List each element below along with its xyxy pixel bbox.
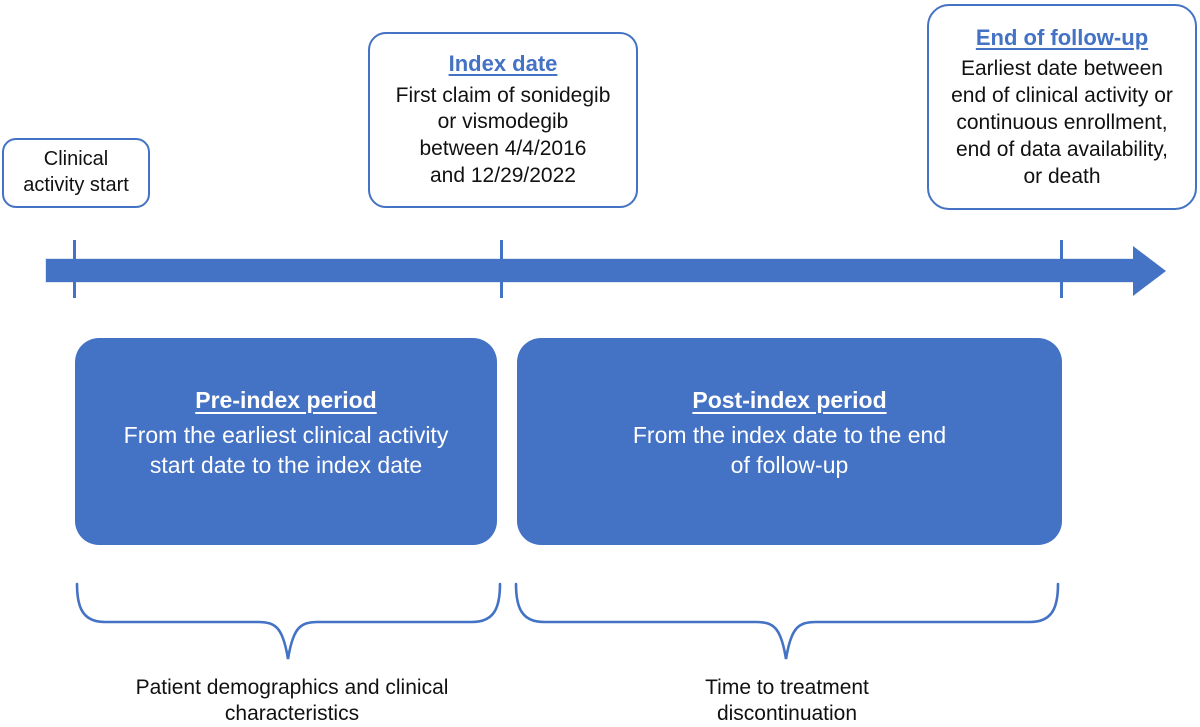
post-index-period-description: From the index date to the end of follow… — [632, 422, 947, 479]
end-of-follow-up-title: End of follow-up — [975, 24, 1149, 50]
pre-index-period-description: From the earliest clinical activity star… — [123, 422, 449, 479]
index-date-title: Index date — [448, 51, 558, 76]
index-date-description: First claim of sonidegib or vismodegib b… — [395, 83, 611, 188]
brace-pre-index-icon — [75, 582, 502, 660]
period-box-pre-index: Pre-index period From the earliest clini… — [75, 338, 497, 545]
event-box-clinical-activity-start: Clinical activity start — [2, 138, 150, 208]
timeline-tick-index-date — [500, 240, 503, 298]
timeline-arrow-bar — [45, 258, 1135, 283]
clinical-activity-start-label: Clinical activity start — [23, 148, 129, 196]
timeline-tick-end-of-follow-up — [1060, 240, 1063, 298]
annotation-pre-index: Patient demographics and clinical charac… — [135, 676, 449, 725]
timeline-arrowhead-icon — [1133, 246, 1166, 296]
period-box-post-index: Post-index period From the index date to… — [517, 338, 1062, 545]
post-index-period-title: Post-index period — [692, 386, 887, 413]
pre-index-period-title: Pre-index period — [195, 386, 377, 413]
brace-post-index-icon — [514, 582, 1060, 660]
event-box-end-of-follow-up: End of follow-up Earliest date between e… — [927, 4, 1197, 210]
event-box-index-date: Index date First claim of sonidegib or v… — [368, 32, 638, 208]
end-of-follow-up-description: Earliest date between end of clinical ac… — [951, 57, 1173, 188]
annotation-post-index: Time to treatment discontinuation — [705, 676, 869, 725]
timeline-tick-clinical-start — [73, 240, 76, 298]
